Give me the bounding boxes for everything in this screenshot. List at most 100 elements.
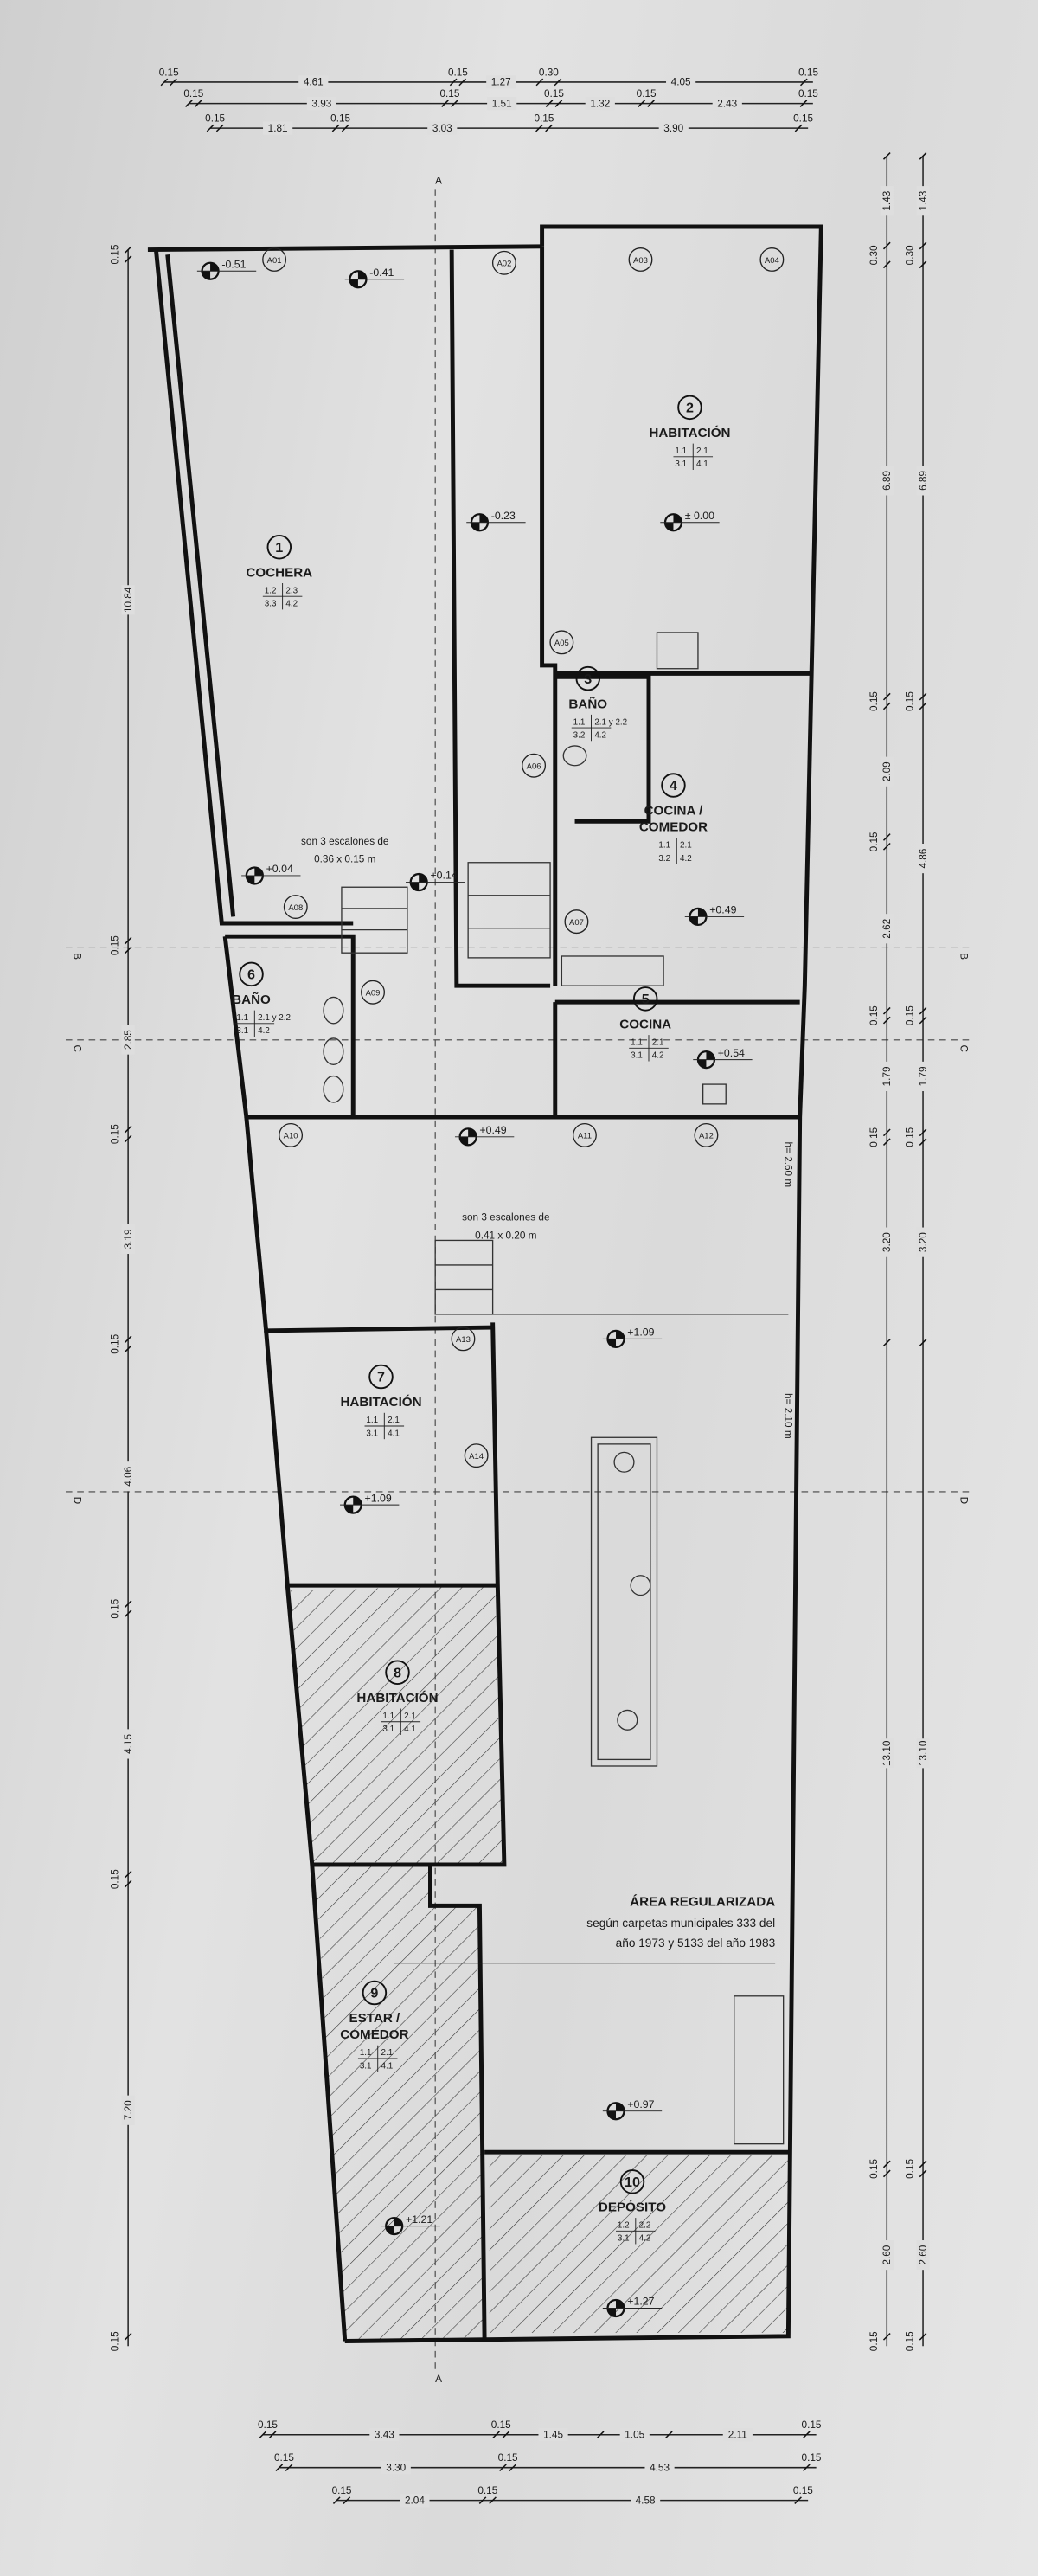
level-marker: +0.54 [693,1047,753,1070]
room-number: 1 [275,540,283,556]
level-marker: +0.97 [602,2098,663,2121]
room-code: 3.1 [382,1725,394,1734]
room-name: ESTAR / [349,2011,401,2026]
room-name: DEPÓSITO [599,2200,666,2215]
door-code: A14 [469,1452,484,1461]
dimension-value: 3.90 [663,123,683,134]
room-code: 2.1 [381,2048,394,2058]
fixtures [323,745,727,1105]
dimension-value: 0.15 [258,2419,278,2431]
dimension-value: 0.15 [637,88,657,100]
room-name: HABITACIÓN [649,425,730,440]
room-code: 4.1 [404,1725,416,1734]
room-number-circle [266,534,292,560]
dimension-value: 0.15 [274,2452,294,2464]
dimension-value: 0.15 [110,1869,121,1889]
room-name: COMEDOR [340,2027,408,2042]
room-number-circle [575,665,600,691]
door-code: A01 [267,256,282,266]
stairs-note: son 3 escalones de [301,836,389,847]
dimension-value: 6.89 [881,471,893,491]
door-code: A13 [456,1335,471,1345]
dimension-value: 0.15 [802,2419,822,2431]
room-code: 3.2 [658,854,670,864]
room-code: 2.1 y 2.2 [594,717,627,727]
level-value: -0.23 [491,510,516,522]
dimension-value: 0.15 [798,67,818,78]
room-name: COCHERA [246,565,312,580]
dimension-value: 0.15 [868,691,880,711]
section-marker: D [71,1497,82,1505]
dimension-value: 0.15 [868,2331,880,2351]
room-name: HABITACIÓN [340,1394,421,1410]
room-number: 4 [670,778,677,793]
dimension-value: 4.58 [636,2495,656,2506]
dimension-value: 2.85 [123,1030,134,1050]
dimension-value: 3.03 [432,123,452,134]
dimension-value: 10.84 [123,587,134,613]
dimension-value: 13.10 [881,1740,893,1766]
level-value: +0.97 [627,2098,654,2110]
room-name: COMEDOR [639,820,708,835]
dimension-value: 0.15 [802,2452,822,2464]
dimension-value: 1.27 [491,77,511,88]
room-code: 3.1 [236,1026,248,1036]
room-name: BAÑO [568,696,607,711]
dimension-value: 7.20 [123,2100,134,2120]
dimension-value: 0.15 [905,2331,916,2351]
door-tag: A13 [451,1327,476,1352]
room-code: 4.1 [696,459,708,469]
room-code: 1.1 [675,446,687,456]
door-code: A10 [284,1132,298,1141]
section-marker: D [958,1497,970,1505]
room-code: 1.1 [382,1712,394,1721]
level-value: +1.09 [365,1492,392,1504]
level-marker: -0.41 [344,267,405,289]
dimension-value: 4.05 [671,77,691,88]
dimension-value: 0.30 [905,245,916,265]
room-code: 3.1 [366,1429,378,1438]
room-code: 2.1 y 2.2 [258,1013,291,1023]
regularized-area-text: según carpetas municipales 333 del [586,1917,775,1930]
dimension-value: 0.15 [110,2331,121,2351]
dimension-value: 1.43 [918,190,929,210]
dimension-value: 3.19 [123,1229,134,1249]
room-number-circle [661,773,686,798]
room-name: COCINA [619,1018,671,1032]
dimension-value: 0.15 [110,935,121,955]
section-marker: A [435,176,442,187]
section-marker: C [958,1045,970,1053]
room-number-circle [368,1364,394,1390]
dimension-value: 0.15 [110,244,121,264]
stairs-note: 0.41 x 0.20 m [475,1230,536,1242]
dimension-value: 0.15 [793,2485,813,2496]
dimension-value: 0.15 [905,1127,916,1147]
room-code: 4.2 [594,730,606,740]
door-code: A07 [569,918,584,928]
level-marker: +0.49 [454,1124,515,1147]
level-value: -0.51 [221,258,246,270]
level-marker: ± 0.00 [660,510,720,532]
dimension-value: 0.15 [448,67,468,78]
dimension-value: 0.15 [332,2485,352,2496]
room-code: 2.1 [680,841,692,851]
door-tag: A03 [628,247,653,272]
dimension-value: 0.15 [491,2419,511,2431]
dimension-value: 3.20 [881,1232,893,1252]
room-number: 6 [247,967,255,983]
dimension-value: 4.53 [650,2462,670,2473]
walls [147,224,823,2343]
level-marker: +0.14 [405,870,465,892]
dimension-value: 0.15 [159,67,179,78]
stairs-note: 0.36 x 0.15 m [314,854,375,865]
room-number-circle [362,1980,388,2006]
room-code: 4.2 [258,1026,270,1036]
room-code: 1.1 [360,2048,372,2058]
dimension-value: 3.43 [375,2430,394,2441]
room-number: 7 [377,1370,385,1385]
room-number: 5 [642,992,650,1007]
